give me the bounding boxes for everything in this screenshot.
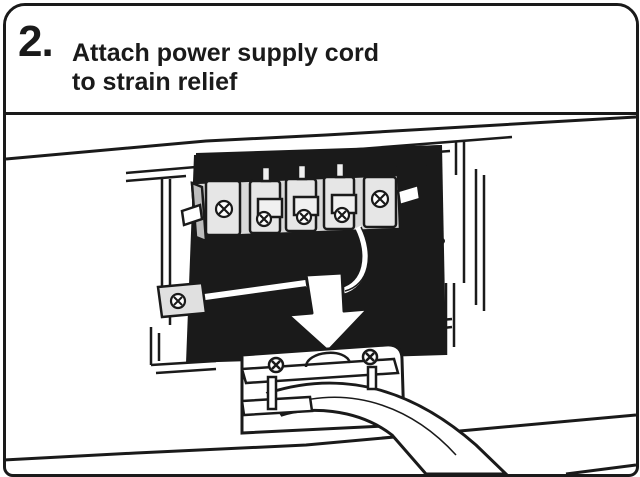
instruction-card: 2. Attach power supply cord to strain re… bbox=[3, 3, 639, 477]
step-number: 2. bbox=[18, 17, 54, 66]
step-title-line-1: Attach power supply cord bbox=[72, 39, 379, 67]
wiring-illustration bbox=[6, 115, 636, 474]
back-panel bbox=[6, 115, 636, 474]
strain-relief-clamp-icon bbox=[240, 348, 400, 417]
terminal-block-icon bbox=[190, 161, 402, 243]
step-header: 2. Attach power supply cord to strain re… bbox=[6, 6, 636, 115]
step-title-line-2: to strain relief bbox=[72, 68, 238, 96]
arrow-down-icon bbox=[286, 271, 370, 353]
screw-icon bbox=[214, 189, 390, 228]
lead-wire bbox=[341, 225, 369, 294]
step-title: Attach power supply cord to strain relie… bbox=[72, 39, 379, 97]
